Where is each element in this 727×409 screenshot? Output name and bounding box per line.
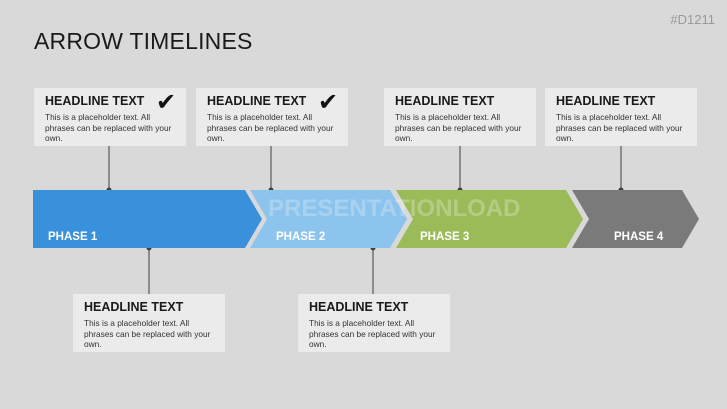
phase-label-4: PHASE 4 — [614, 231, 664, 243]
callout-bottom-1: HEADLINE TEXT This is a placeholder text… — [73, 294, 225, 352]
callout-headline: HEADLINE TEXT — [207, 94, 307, 108]
callout-headline: HEADLINE TEXT — [84, 300, 184, 314]
checkmark-icon: ✔ — [318, 89, 339, 116]
phase-arrow-3 — [396, 190, 583, 248]
phase-arrow-4 — [572, 190, 699, 248]
slide-id: #D1211 — [670, 12, 715, 27]
callout-top-1: HEADLINE TEXT This is a placeholder text… — [34, 88, 186, 146]
callout-headline: HEADLINE TEXT — [309, 300, 409, 314]
callout-bottom-2: HEADLINE TEXT This is a placeholder text… — [298, 294, 450, 352]
watermark-text: PRESENTATIONLOAD — [268, 195, 520, 222]
callout-headline: HEADLINE TEXT — [395, 94, 495, 108]
phase-label-1: PHASE 1 — [48, 231, 98, 243]
callout-body: This is a placeholder text. All phrases … — [207, 112, 334, 143]
callout-body: This is a placeholder text. All phrases … — [84, 318, 211, 349]
phase-arrow-1 — [33, 190, 262, 248]
checkmark-icon: ✔ — [156, 89, 177, 116]
callout-headline: HEADLINE TEXT — [556, 94, 656, 108]
phase-label-2: PHASE 2 — [276, 231, 325, 243]
callout-body: This is a placeholder text. All phrases … — [45, 112, 172, 143]
callout-body: This is a placeholder text. All phrases … — [395, 112, 522, 143]
callout-top-4: HEADLINE TEXT This is a placeholder text… — [545, 88, 697, 146]
phase-arrow-2 — [250, 190, 407, 248]
callout-top-2: HEADLINE TEXT This is a placeholder text… — [196, 88, 348, 146]
callout-top-3: HEADLINE TEXT This is a placeholder text… — [384, 88, 536, 146]
callout-headline: HEADLINE TEXT — [45, 94, 145, 108]
callout-body: This is a placeholder text. All phrases … — [309, 318, 436, 349]
callout-body: This is a placeholder text. All phrases … — [556, 112, 683, 143]
slide-title: ARROW TIMELINES — [34, 28, 253, 54]
phase-label-3: PHASE 3 — [420, 231, 469, 243]
